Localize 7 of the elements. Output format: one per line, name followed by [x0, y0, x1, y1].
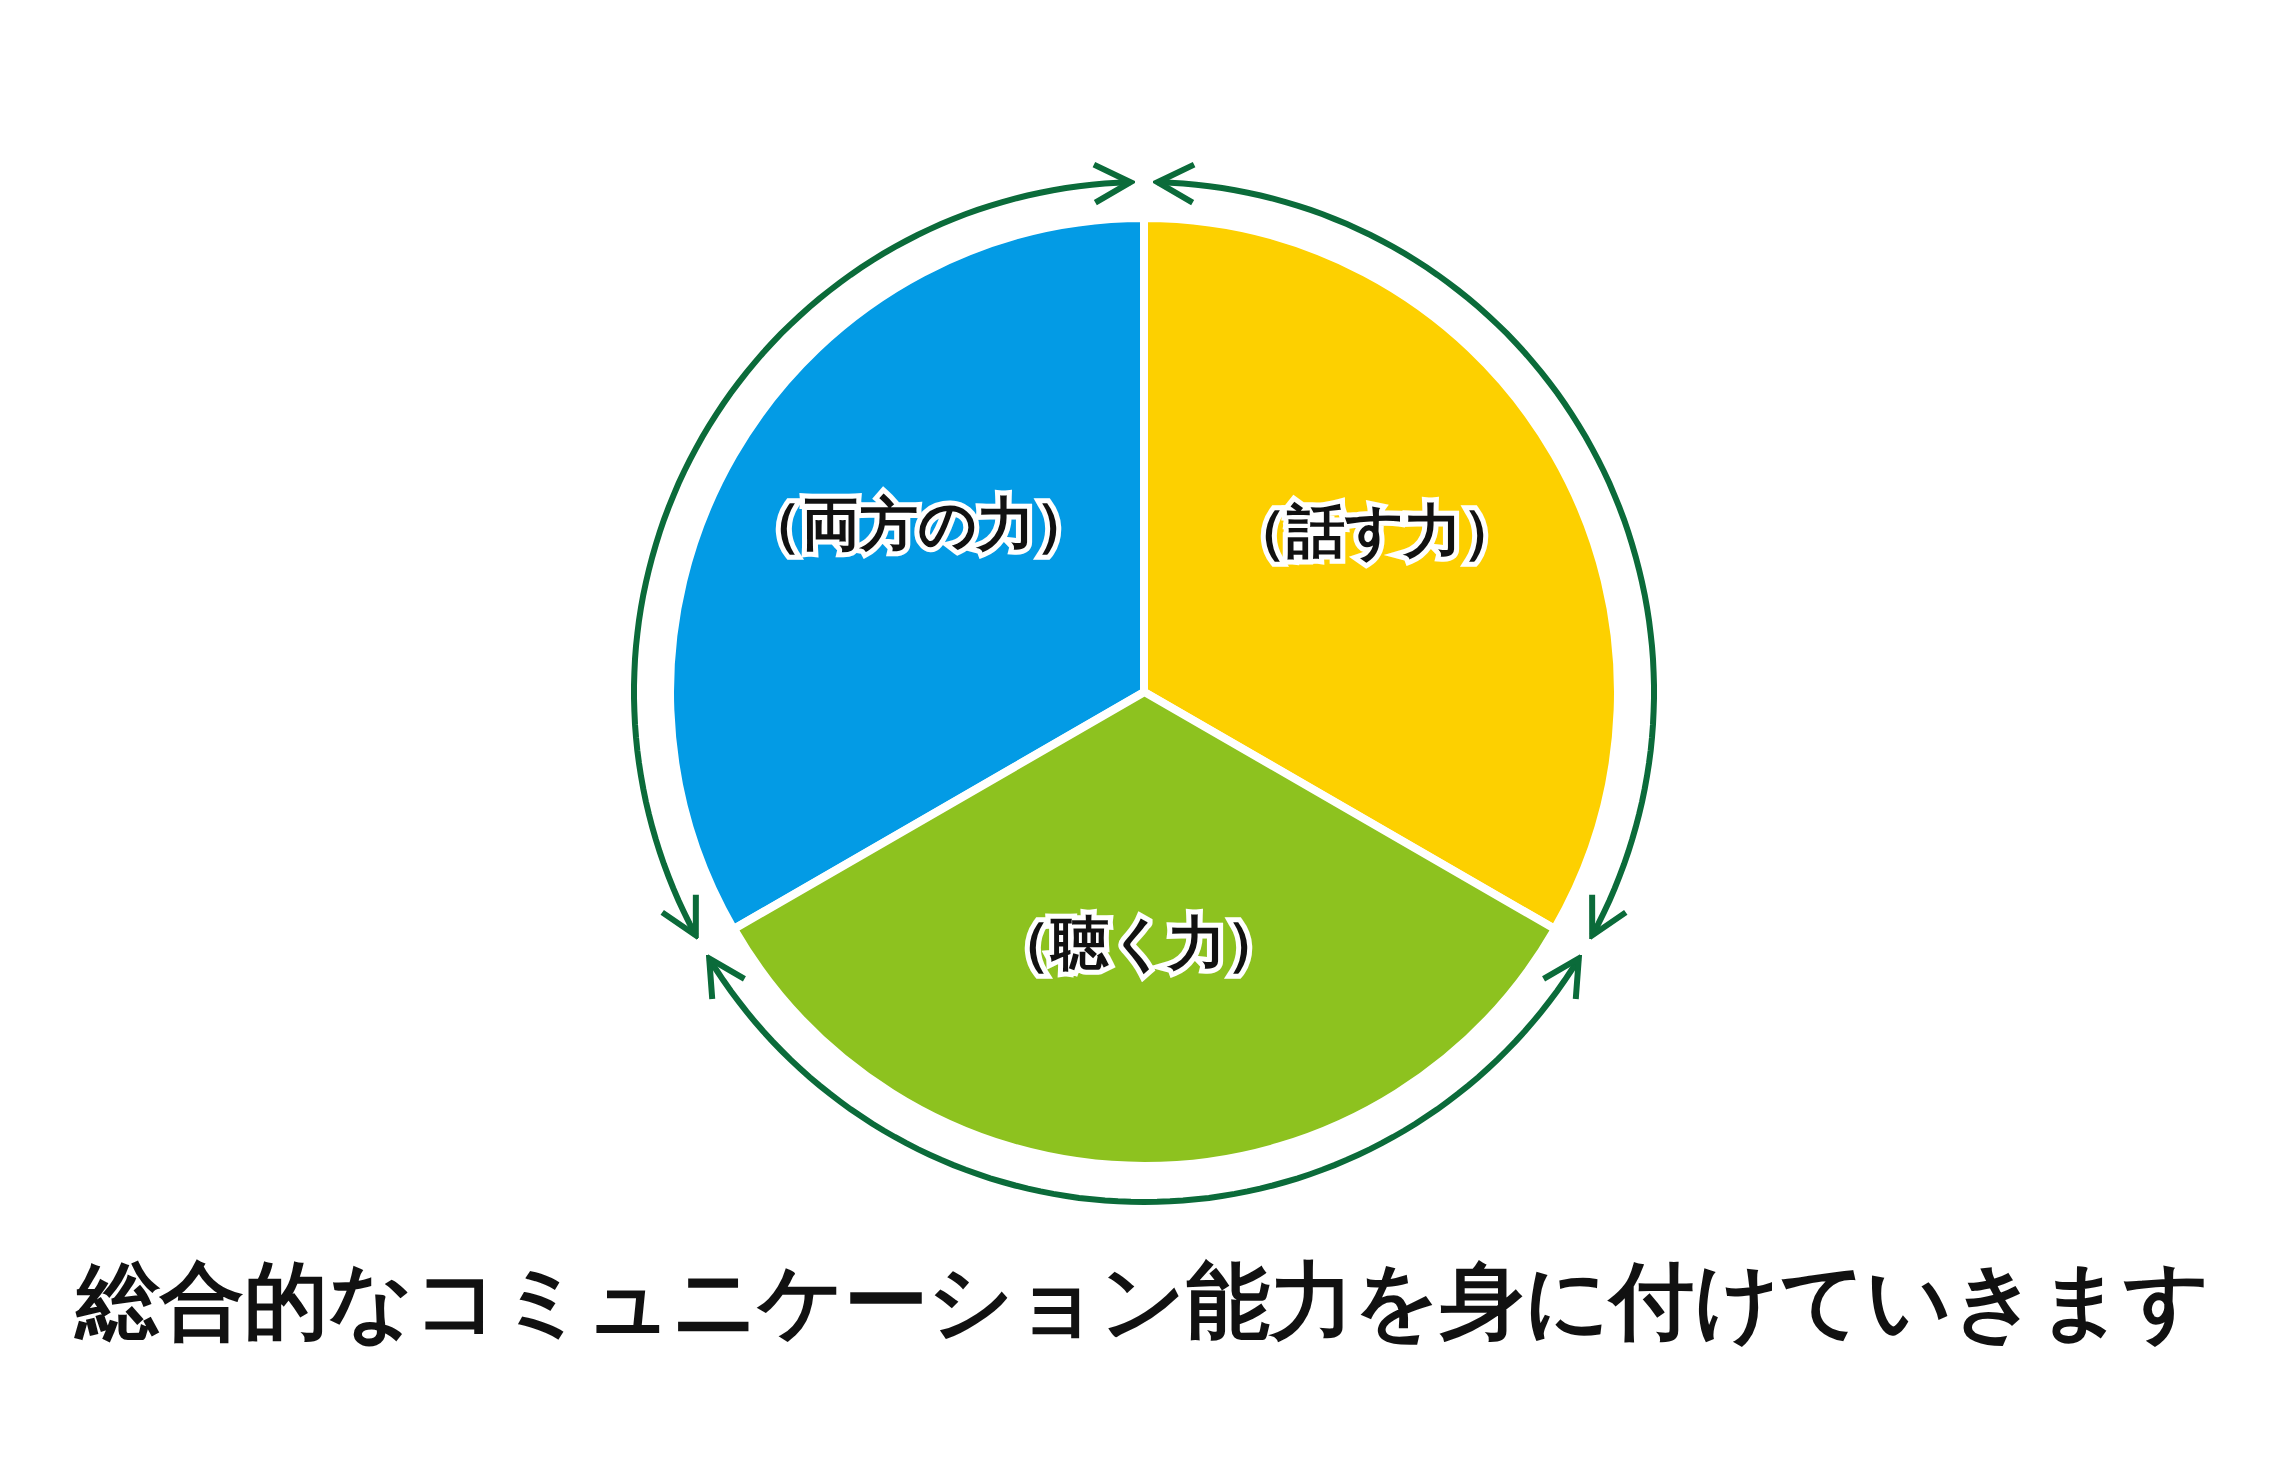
arrow — [706, 955, 1582, 1205]
sector-label: （話す力） — [1228, 500, 1520, 564]
sector-label: （両方の力） — [743, 493, 1093, 557]
sector-label: （聴く力） — [993, 912, 1285, 976]
caption: 総合的なコミュニケーション能力を身に付けていきます — [75, 1254, 2210, 1348]
arrow — [631, 161, 1134, 939]
arrow — [1154, 161, 1657, 939]
